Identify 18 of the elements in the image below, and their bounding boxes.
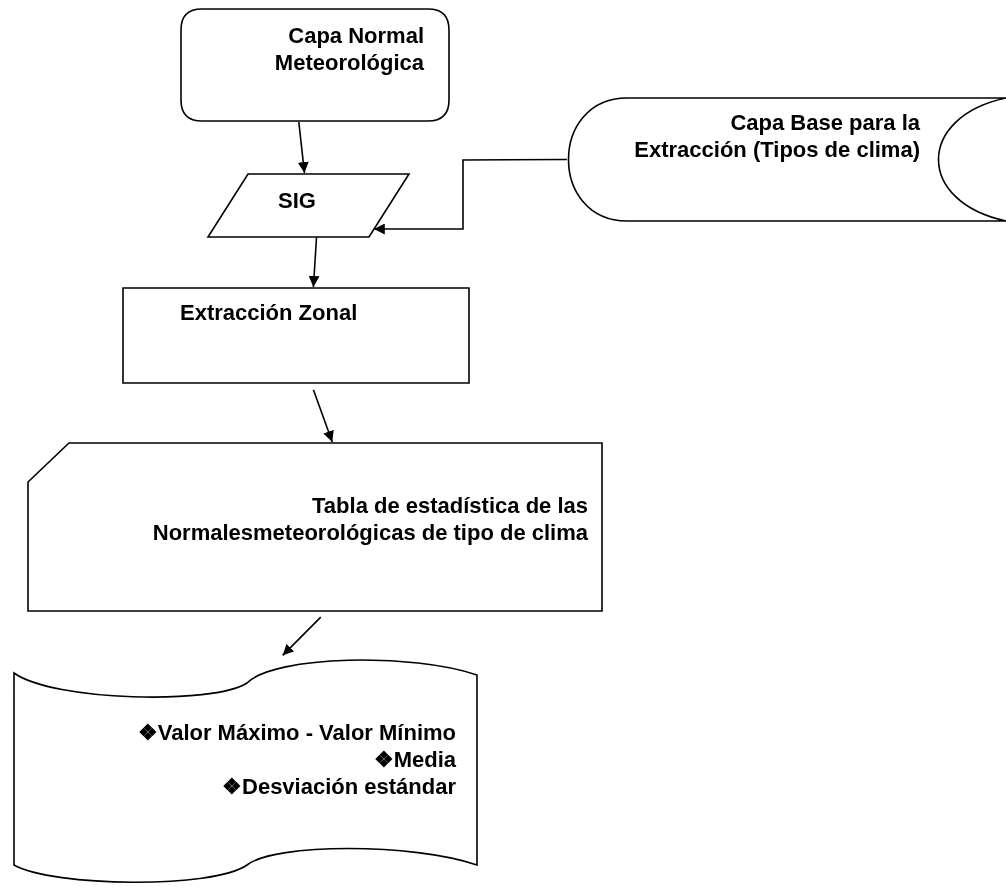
arrow xyxy=(312,389,334,443)
card-shape xyxy=(27,442,603,612)
node-label: SIG xyxy=(278,187,317,214)
arrow xyxy=(308,236,320,288)
stored-data-shape xyxy=(567,97,1006,222)
process-box xyxy=(122,287,470,384)
node-label: Capa Base para la Extracción (Tipos de clima) xyxy=(633,109,920,163)
arrow xyxy=(281,616,322,657)
node-label: ❖Valor Máximo - Valor Mínimo xyxy=(136,719,456,746)
node-label: Extracción Zonal xyxy=(180,299,359,326)
node-label: Tabla de estadística de las Normalesmeteorológicas de tipo de clima xyxy=(151,492,588,546)
arrow xyxy=(373,158,568,235)
node-label: Capa Normal Meteorológica xyxy=(273,22,424,76)
rounded-box xyxy=(180,8,450,122)
node-label: ❖Media xyxy=(372,746,456,773)
node-label: ❖Desviación estándar xyxy=(221,773,456,800)
arrow xyxy=(297,121,309,174)
data-parallelogram xyxy=(208,173,409,237)
